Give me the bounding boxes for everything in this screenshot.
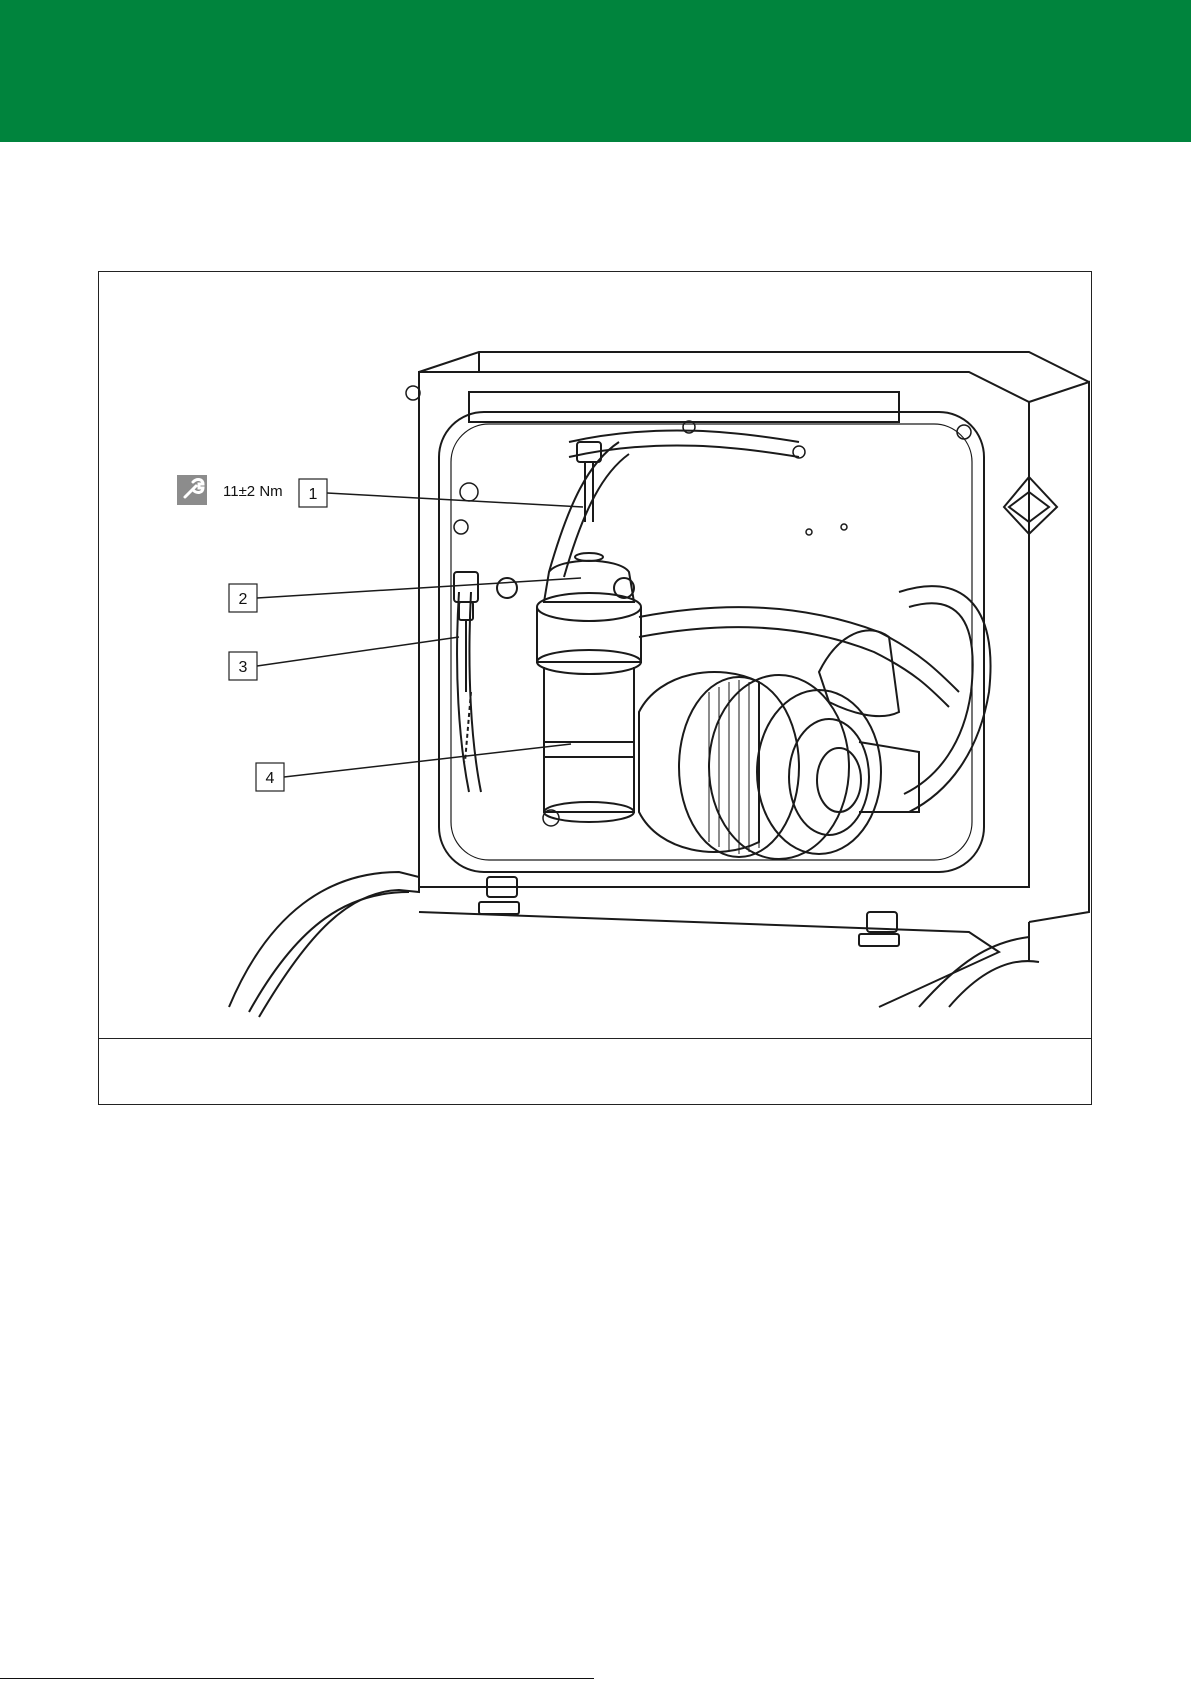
figure-frame: 1 2 3 4 11±2 Nm: [98, 271, 1092, 1105]
leader-line-4: [284, 744, 571, 777]
callout-3: 3: [229, 652, 257, 680]
fasteners: [406, 386, 971, 826]
footer-rule: [0, 1678, 594, 1679]
callout-label-2: 2: [239, 591, 248, 608]
blower-unit: [639, 630, 919, 859]
callout-4: 4: [256, 763, 284, 791]
lid-panel: [229, 872, 1039, 1017]
header-band: [0, 0, 1191, 142]
cabinet-housing: [419, 352, 1089, 962]
callout-label-1: 1: [309, 486, 318, 503]
fuel-filter: [497, 442, 641, 822]
figure-caption: [99, 1039, 1091, 1104]
callout-1: 1: [299, 479, 327, 507]
torque-value: 11±2 Nm: [223, 483, 283, 500]
latch-detail: [1004, 477, 1057, 534]
leader-line-1: [327, 493, 583, 507]
callout-2: 2: [229, 584, 257, 612]
technical-drawing: 1 2 3 4 11±2 Nm: [99, 272, 1091, 1036]
blower-fins: [709, 680, 759, 854]
torque-spec: 11±2 Nm: [177, 475, 283, 505]
callout-label-3: 3: [239, 659, 248, 676]
leader-line-3: [257, 637, 459, 666]
callout-label-4: 4: [266, 770, 275, 787]
